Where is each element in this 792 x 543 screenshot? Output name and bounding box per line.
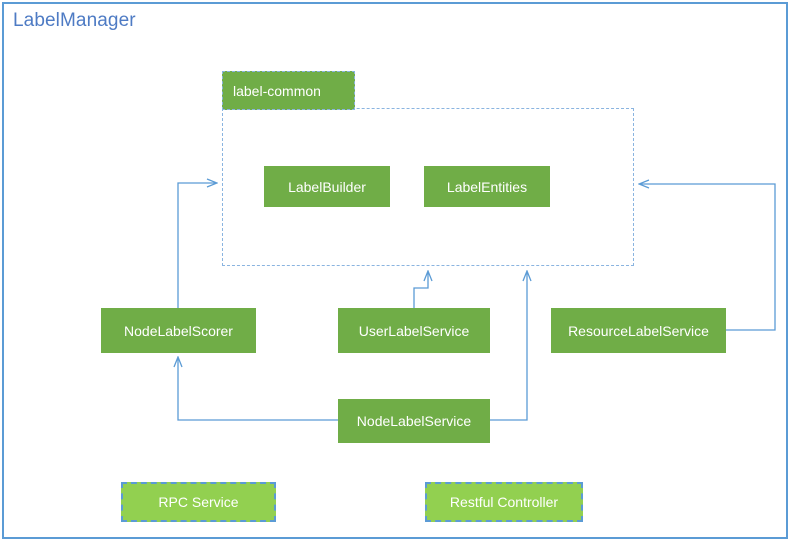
- component-label-builder[interactable]: LabelBuilder: [264, 166, 390, 207]
- component-label: ResourceLabelService: [568, 322, 709, 339]
- component-label: LabelEntities: [446, 178, 528, 195]
- package-label-common[interactable]: [222, 108, 634, 266]
- package-label-common-title: label-common: [233, 82, 321, 99]
- component-label: LabelBuilder: [288, 178, 366, 195]
- component-node-label-service[interactable]: NodeLabelService: [338, 399, 490, 443]
- component-user-label-service[interactable]: UserLabelService: [338, 308, 490, 353]
- package-label-common-header[interactable]: label-common: [222, 71, 355, 110]
- component-label-entities[interactable]: LabelEntities: [424, 166, 550, 207]
- interface-restful-controller[interactable]: Restful Controller: [425, 482, 583, 522]
- page-title: LabelManager: [13, 10, 136, 31]
- component-label: NodeLabelScorer: [124, 322, 233, 339]
- interface-rpc-service[interactable]: RPC Service: [121, 482, 276, 522]
- component-node-label-scorer[interactable]: NodeLabelScorer: [101, 308, 256, 353]
- component-resource-label-service[interactable]: ResourceLabelService: [551, 308, 726, 353]
- component-label: NodeLabelService: [356, 413, 472, 429]
- interface-label: RPC Service: [158, 494, 239, 510]
- component-label: UserLabelService: [358, 322, 470, 339]
- interface-label: Restful Controller: [449, 494, 559, 510]
